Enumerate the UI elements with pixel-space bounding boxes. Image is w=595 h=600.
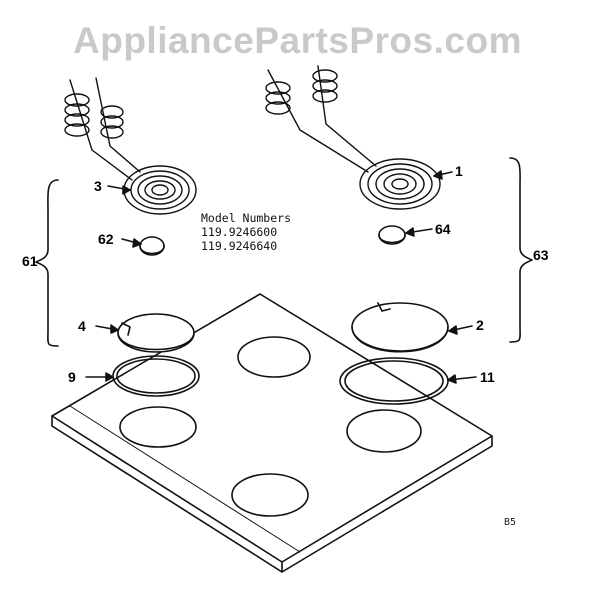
callout-4: 4 (78, 318, 86, 334)
receptacle-64 (378, 225, 406, 245)
cooktop-hole-right (346, 409, 422, 453)
watermark: AppliancePartsPros.com (73, 20, 522, 61)
callout-64: 64 (435, 221, 451, 237)
brace-63 (509, 157, 533, 343)
cooktop-hole-left (119, 406, 197, 448)
brace-61 (35, 179, 59, 347)
cooktop-hole-rear-center (237, 336, 311, 378)
receptacle-62 (139, 236, 165, 256)
surface-element-3 (64, 77, 197, 215)
cooktop-hole-front (231, 473, 309, 517)
callout-61: 61 (22, 253, 38, 269)
drip-pan-4 (117, 313, 195, 353)
trim-ring-9 (112, 355, 200, 397)
model-numbers-block: Model Numbers 119.9246600 119.9246640 (201, 211, 291, 253)
callout-2: 2 (476, 317, 484, 333)
model-number-1: 119.9246600 (201, 225, 278, 239)
model-number-2: 119.9246640 (201, 239, 278, 253)
callout-3: 3 (94, 178, 102, 194)
surface-element-1 (265, 65, 441, 210)
leader-lines (85, 170, 477, 384)
trim-ring-11 (339, 357, 449, 405)
callout-63: 63 (533, 247, 549, 263)
drip-pan-2 (351, 302, 449, 353)
callout-62: 62 (98, 231, 114, 247)
callout-1: 1 (455, 163, 463, 179)
callout-9: 9 (68, 369, 76, 385)
callout-11: 11 (480, 369, 495, 385)
model-heading: Model Numbers (201, 211, 292, 225)
page-code: B5 (504, 517, 517, 528)
